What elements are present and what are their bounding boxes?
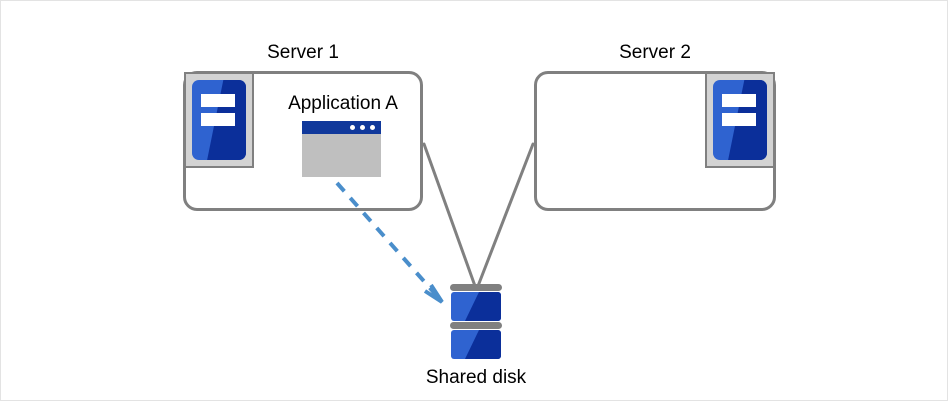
server-icon-bar [200,94,236,108]
server-icon-bar [200,112,236,126]
disk-bar [450,322,502,329]
window-dot-icon [350,125,355,130]
server-icon-bar [721,94,757,108]
application-window-titlebar [302,121,381,134]
server-icon-body [713,80,767,160]
application-a-disk-access-line [335,181,439,298]
application-a-disk-access-arrowhead [423,283,444,304]
disk-bar [450,284,502,291]
application-window-icon[interactable] [302,121,381,177]
disk-stack-icon[interactable] [450,284,502,362]
server-hardware-icon [705,72,775,168]
disk-platter-shade [465,292,501,321]
shared-disk-caption: Shared disk [425,367,527,388]
server-1-caption: Server 1 [267,42,339,63]
server-2-caption: Server 2 [619,42,691,63]
window-dot-icon [370,125,375,130]
disk-platter [451,292,501,321]
application-a-label: Application A [288,93,398,114]
disk-platter-shade [465,330,501,359]
window-dot-icon [360,125,365,130]
disk-platter [451,330,501,359]
server-icon-body [192,80,246,160]
server1-to-disk-link [422,142,477,288]
server-icon-bar [721,112,757,126]
server2-to-disk-link [476,142,535,288]
server-hardware-icon [184,72,254,168]
